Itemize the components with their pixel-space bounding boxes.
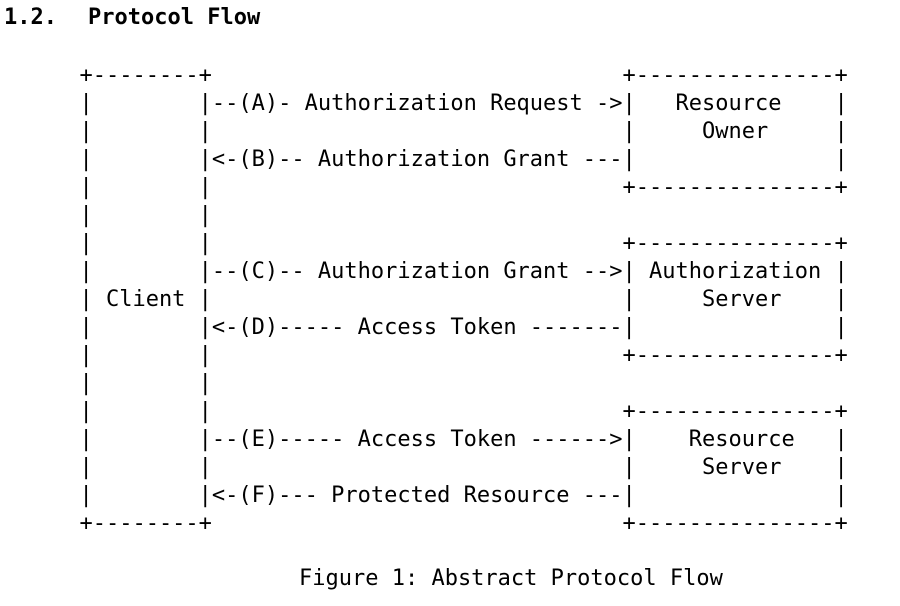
diagram-line-flow-e-access-token: | |--(E)----- Access Token ------>| Reso… — [0, 427, 848, 452]
diagram-line-authorization-server-bottom: | | +---------------+ — [0, 343, 848, 368]
diagram-line-client-label: | Client | | Server | — [0, 287, 848, 312]
diagram-line-bottom-border: +--------+ +---------------+ — [0, 511, 848, 536]
diagram-line-authorization-server-top: | | +---------------+ — [0, 231, 848, 256]
diagram-line-flow-f-protected-resource: | |<-(F)--- Protected Resource ---| | — [0, 483, 848, 508]
diagram-line-flow-c-authorization-grant: | |--(C)-- Authorization Grant -->| Auth… — [0, 259, 848, 284]
section-number: 1.2. — [4, 5, 57, 30]
diagram-line-resource-owner-label: | | | Owner | — [0, 119, 848, 144]
diagram-line-flow-d-access-token: | |<-(D)----- Access Token -------| | — [0, 315, 848, 340]
section-heading: 1.2. Protocol Flow — [4, 4, 260, 32]
diagram-line-resource-owner-bottom: | | +---------------+ — [0, 175, 848, 200]
figure-caption: Figure 1: Abstract Protocol Flow — [299, 566, 723, 591]
diagram-line-flow-a-authorization-request: | |--(A)- Authorization Request ->| Reso… — [0, 91, 848, 116]
diagram-line-resource-server-label: | | | Server | — [0, 455, 848, 480]
diagram-line-spacer-2: | | — [0, 371, 212, 396]
protocol-flow-diagram: +--------+ +---------------+ | |--(A)- A… — [0, 62, 848, 538]
diagram-line-flow-b-authorization-grant: | |<-(B)-- Authorization Grant ---| | — [0, 147, 848, 172]
diagram-line-resource-server-top: | | +---------------+ — [0, 399, 848, 424]
diagram-line-top-border: +--------+ +---------------+ — [0, 63, 848, 88]
section-title: Protocol Flow — [88, 5, 261, 30]
diagram-line-spacer-1: | | — [0, 203, 212, 228]
